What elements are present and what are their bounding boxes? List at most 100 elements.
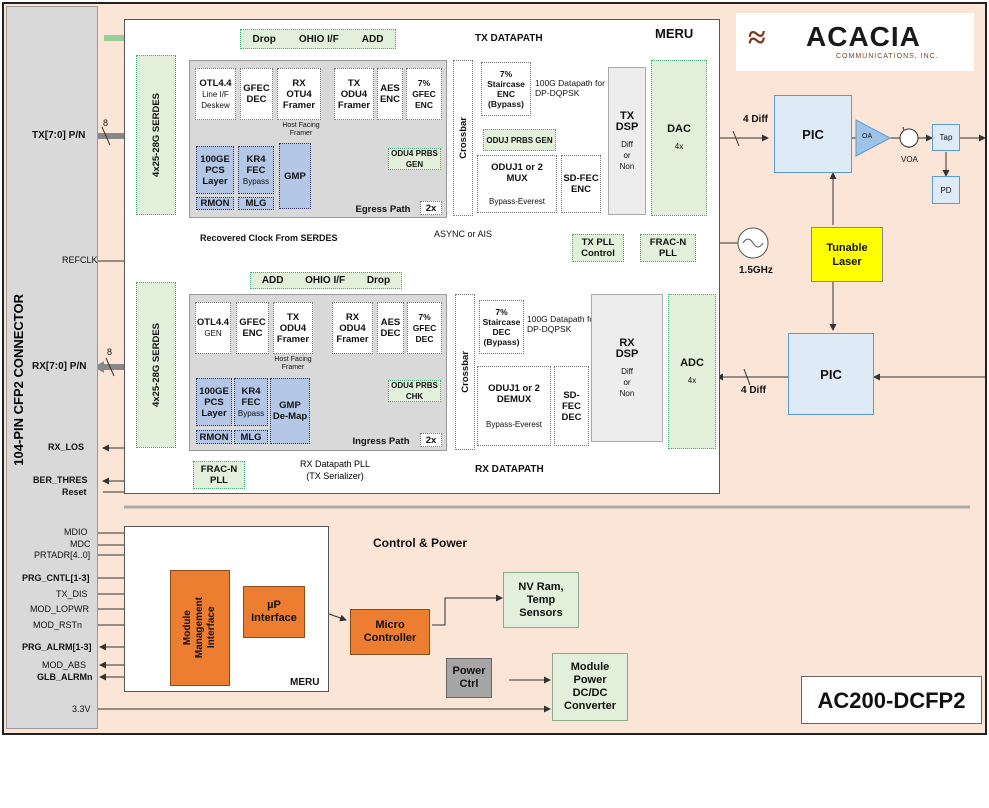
pin-mdc: MDC	[70, 539, 91, 549]
pin-3v3: 3.3V	[72, 704, 91, 714]
egress-ohio: OHIO I/F	[298, 33, 339, 45]
egress-serdes: 4x25-28G SERDES	[136, 55, 176, 215]
rx-datapath-note: 100G Datapath for DP-DQPSK	[527, 314, 597, 334]
pin-mod-lopwr: MOD_LOPWR	[30, 604, 90, 614]
ingress-pll-note: RX Datapath PLL(TX Serializer)	[300, 459, 371, 481]
ingress-mlg: MLG	[234, 430, 268, 444]
pin-rx: RX[7:0] P/N	[32, 361, 87, 372]
connector-label: 104-PIN CFP2 CONNECTOR	[10, 294, 26, 466]
ingress-ohio-bar: ADD OHIO I/F Drop	[250, 272, 402, 289]
ingress-prbs-chk: ODU4 PRBS CHK	[388, 380, 441, 402]
tx-oduj-prbs: ODUJ PRBS GEN	[483, 129, 556, 151]
async-ais-label: ASYNC or AIS	[434, 229, 493, 239]
ingress-add: ADD	[261, 275, 284, 286]
pin-reset: Reset	[62, 487, 87, 497]
tx-datapath-label: TX DATAPATH	[475, 33, 543, 44]
recovered-clock-label: Recovered Clock From SERDES	[200, 233, 338, 243]
pin-glb-alrmn: GLB_ALRMn	[37, 672, 93, 682]
diff-rx-label: 4 Diff	[741, 385, 766, 396]
tx-pic: PIC	[774, 95, 852, 173]
egress-mult: 2x	[420, 201, 442, 215]
cfp2-connector	[6, 6, 98, 729]
pd: PD	[932, 176, 960, 204]
pin-tx: TX[7:0] P/N	[32, 130, 86, 141]
egress-prbs-gen: ODU4 PRBS GEN	[388, 148, 441, 170]
egress-drop: Drop	[252, 33, 276, 45]
tx-crossbar: Crossbar	[453, 60, 473, 216]
egress-path-label: Egress Path	[355, 203, 411, 215]
pin-prtadr: PRTADR[4..0]	[34, 550, 91, 560]
voa-label: VOA	[901, 155, 918, 164]
egress-mlg: MLG	[238, 197, 274, 210]
tap: Tap	[932, 124, 960, 151]
pin-mod-abs: MOD_ABS	[42, 660, 87, 670]
control-power-label: Control & Power	[373, 536, 468, 550]
ingress-rmon: RMON	[196, 430, 232, 444]
pin-prg-alrm: PRG_ALRM[1-3]	[22, 642, 92, 652]
egress-host-facing: Host Facing Framer	[282, 122, 320, 137]
rx-pic: PIC	[788, 333, 874, 415]
diff-tx-label: 4 Diff	[743, 114, 768, 125]
oa-label: OA	[862, 133, 873, 140]
meru-label: MERU	[655, 26, 694, 41]
logo-sub: COMMUNICATIONS, INC.	[836, 53, 939, 60]
acacia-logo: ≈ ACACIA COMMUNICATIONS, INC.	[736, 13, 974, 71]
pin-refclk: REFCLK	[62, 255, 98, 265]
pin-rx-los: RX_LOS	[48, 442, 85, 452]
pin-tx-width: 8	[103, 118, 109, 128]
ingress-path-label: Ingress Path	[352, 435, 410, 447]
rx-datapath-label: RX DATAPATH	[475, 464, 544, 475]
logo-name: ACACIA	[806, 21, 921, 52]
egress-rmon: RMON	[196, 197, 234, 210]
egress-gmp: GMP	[279, 143, 311, 209]
pin-prg-cntl: PRG_CNTL[1-3]	[22, 573, 90, 583]
model-label: AC200-DCFP2	[801, 676, 982, 724]
pin-mod-rstn: MOD_RSTn	[33, 620, 83, 630]
pin-ber-thres: BER_THRES	[33, 475, 88, 485]
ingress-host-facing: Host Facing Framer	[274, 356, 312, 371]
ingress-ohio: OHIO I/F	[305, 275, 346, 286]
egress-ohio-bar: Drop OHIO I/F ADD	[240, 29, 396, 49]
pin-rx-width: 8	[107, 347, 113, 357]
ingress-drop: Drop	[366, 275, 391, 286]
ingress-serdes: 4x25-28G SERDES	[136, 282, 176, 448]
egress-add: ADD	[361, 33, 384, 45]
pin-mdio: MDIO	[64, 527, 88, 537]
osc-freq-label: 1.5GHz	[739, 265, 773, 276]
